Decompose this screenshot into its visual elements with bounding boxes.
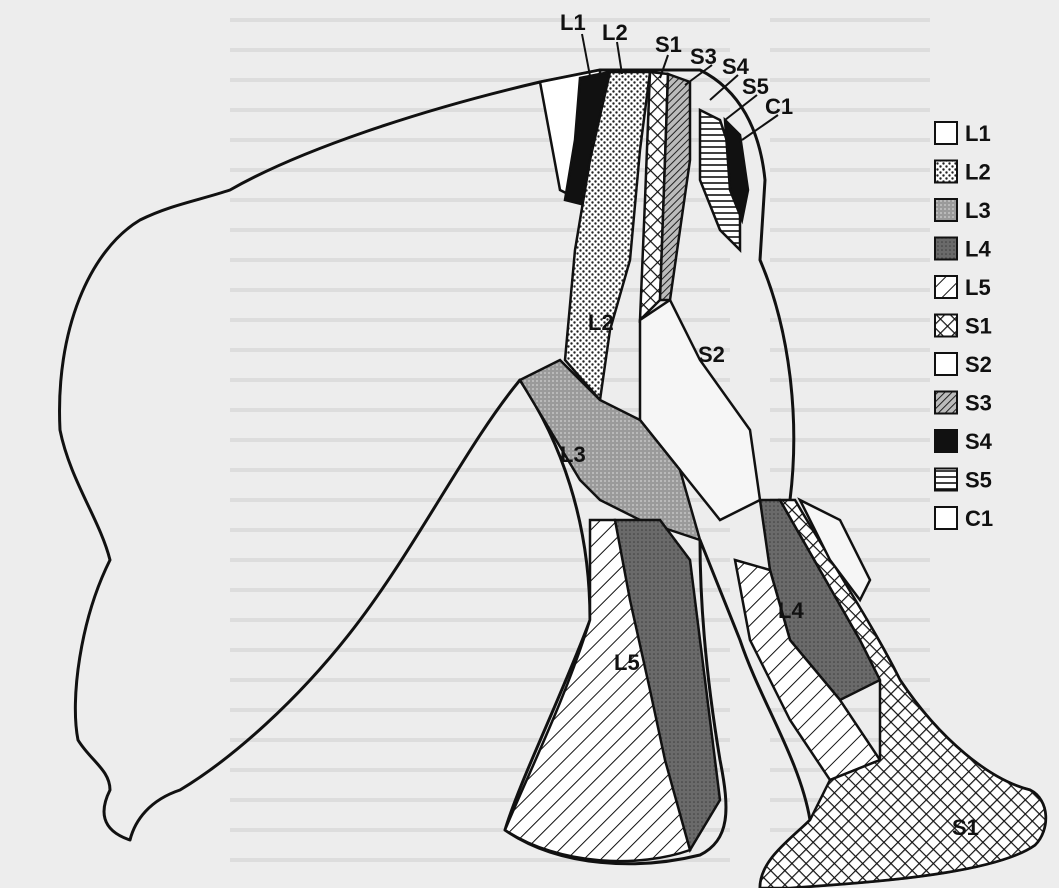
page-text-line: [770, 228, 930, 232]
legend-swatch-s4: [935, 430, 957, 452]
label-top-l1: L1: [560, 10, 586, 35]
legend-label-l2: L2: [965, 160, 991, 185]
legend-label-s5: S5: [965, 468, 992, 493]
page-text-line: [770, 48, 930, 52]
label-top-l2: L2: [602, 20, 628, 45]
label-top-c1: C1: [765, 94, 793, 119]
legend-label-l5: L5: [965, 275, 991, 300]
label-leg-l3: L3: [560, 442, 586, 467]
legend-swatch-l2: [935, 161, 957, 183]
page-text-line: [770, 78, 930, 82]
legend-swatch-l3: [935, 199, 957, 221]
legend-label-l4: L4: [965, 237, 991, 262]
legend-swatch-s2: [935, 353, 957, 375]
page-text-line: [230, 18, 730, 22]
label-thigh-s2: S2: [698, 342, 725, 367]
legend-swatch-l1: [935, 122, 957, 144]
page-text-line: [770, 168, 930, 172]
page-text-line: [770, 378, 930, 382]
label-top-s1: S1: [655, 32, 682, 57]
label-foot-s1: S1: [952, 815, 979, 840]
page-text-line: [770, 138, 930, 142]
label-thigh-l2: L2: [588, 310, 614, 335]
legend-swatch-s3: [935, 392, 957, 414]
label-top-s3: S3: [690, 44, 717, 69]
label-calf-l4: L4: [778, 598, 804, 623]
label-shin-l5: L5: [614, 650, 640, 675]
legend-swatch-l5: [935, 276, 957, 298]
legend-swatch-c1: [935, 507, 957, 529]
legend-swatch-s1: [935, 315, 957, 337]
page-text-line: [770, 348, 930, 352]
legend-swatch-l4: [935, 238, 957, 260]
page-text-line: [770, 18, 930, 22]
page-text-line: [770, 318, 930, 322]
page-text-line: [770, 258, 930, 262]
legend-label-s3: S3: [965, 391, 992, 416]
page-text-line: [770, 288, 930, 292]
page-text-line: [770, 108, 930, 112]
legend-label-s2: S2: [965, 352, 992, 377]
page-text-line: [770, 198, 930, 202]
legend-label-l3: L3: [965, 198, 991, 223]
legend-label-s4: S4: [965, 429, 993, 454]
legend-swatch-s5: [935, 469, 957, 491]
legend-label-c1: C1: [965, 506, 993, 531]
legend-label-l1: L1: [965, 121, 991, 146]
legend-label-s1: S1: [965, 314, 992, 339]
